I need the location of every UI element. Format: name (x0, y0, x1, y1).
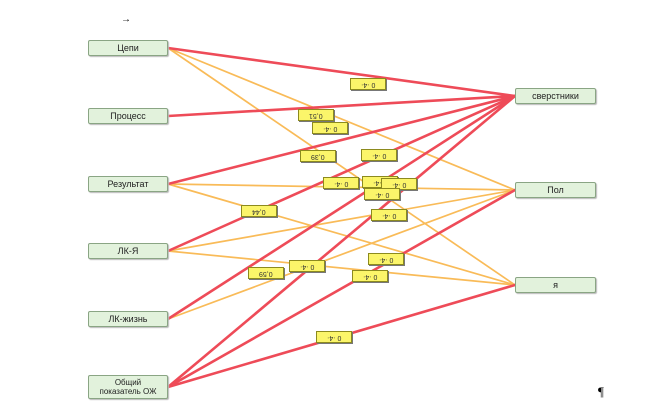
edge-weight-label[interactable]: 0,44 (241, 205, 277, 217)
edge-weight-label[interactable]: 0 ·4· (323, 177, 359, 189)
node-peers[interactable]: сверстники (515, 88, 596, 104)
node-chains[interactable]: Цепи (88, 40, 168, 56)
edge-result-peers (166, 94, 517, 186)
node-gender[interactable]: Пол (515, 182, 596, 198)
edge-general-gender (166, 188, 517, 389)
edge-lk_ya-gender (167, 189, 516, 252)
node-label-line-2: показатель ОЖ (99, 387, 157, 396)
edge-weight-label[interactable]: 0 ·4· (368, 253, 404, 265)
node-label: ЛК-жизнь (108, 313, 148, 324)
edge-weight-label[interactable]: 0 ·4· (316, 331, 352, 343)
edge-weight-label[interactable]: 0 ·4· (361, 149, 397, 161)
node-lk-life[interactable]: ЛК-жизнь (88, 311, 168, 327)
node-label: я (553, 279, 558, 290)
node-result[interactable]: Результат (88, 176, 168, 192)
paragraph-mark-icon: ¶ (598, 384, 604, 399)
node-label: Результат (107, 178, 149, 189)
node-self[interactable]: я (515, 277, 596, 293)
edge-lk_life-gender (167, 189, 516, 320)
node-label: Процесс (110, 110, 146, 121)
node-label: сверстники (532, 90, 579, 101)
node-label: Пол (547, 184, 564, 195)
edge-lk_ya-peers (166, 94, 517, 253)
edge-weight-label[interactable]: 0 ·4· (312, 122, 348, 134)
edge-weight-label[interactable]: 0 ·4· (371, 209, 407, 221)
edge-weight-label[interactable]: 0 ·4· (364, 188, 400, 200)
edge-chains-self (167, 47, 516, 286)
node-lk-ya[interactable]: ЛК-Я (88, 243, 168, 259)
edge-result-self (167, 183, 516, 286)
node-label-line-1: Общий (114, 378, 142, 387)
edge-weight-label[interactable]: 0,59 (248, 267, 284, 279)
edge-weight-label[interactable]: 0 ·4· (350, 78, 386, 90)
node-general-indicator[interactable]: Общий показатель ОЖ (88, 375, 168, 399)
edge-process-peers (166, 94, 517, 118)
edge-weight-label[interactable]: 0 ·4· (352, 270, 388, 282)
arrow-icon: → (121, 14, 131, 25)
edge-weight-label[interactable]: 0,39 (300, 150, 336, 162)
edge-weight-label[interactable]: 0,51 (298, 109, 334, 121)
node-process[interactable]: Процесс (88, 108, 168, 124)
edge-general-peers (166, 94, 517, 389)
edge-chains-gender (167, 47, 516, 191)
edge-weight-label[interactable]: 0 ·4· (289, 260, 325, 272)
edge-lk_ya-self (167, 250, 516, 286)
edge-chains-peers (166, 46, 517, 98)
node-label: Цепи (117, 42, 139, 53)
edge-lk_life-peers (166, 94, 517, 321)
node-label: ЛК-Я (117, 245, 139, 256)
